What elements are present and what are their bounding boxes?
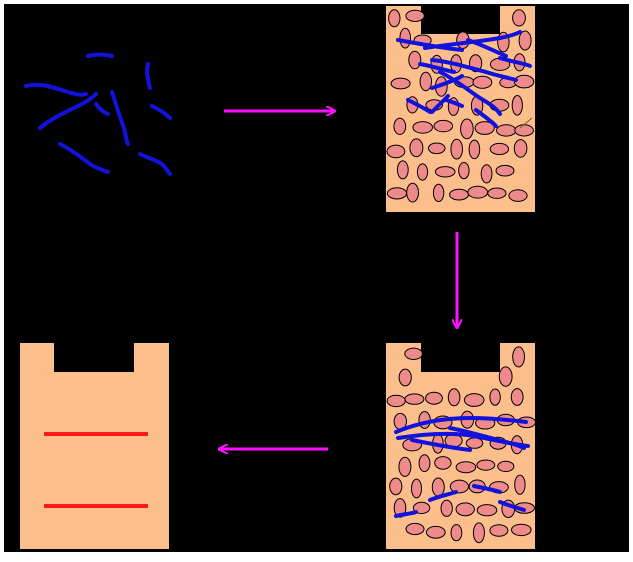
gel-bead xyxy=(512,524,532,535)
gel-bead xyxy=(390,478,402,495)
gel-bead xyxy=(488,188,506,198)
gel-bead xyxy=(466,438,483,448)
gel-bead xyxy=(389,10,400,27)
gel-bead xyxy=(387,188,406,199)
gel-bead xyxy=(515,475,525,494)
gel-bead xyxy=(456,462,476,473)
gel-bead xyxy=(428,143,445,154)
gel-bead xyxy=(490,525,508,537)
gel-bead xyxy=(509,190,527,202)
gel-bead xyxy=(450,189,469,200)
gel-bead xyxy=(513,10,526,26)
gel-bead xyxy=(406,523,424,534)
gel-bead xyxy=(490,389,500,405)
gel-bead xyxy=(473,523,484,543)
gel-bead xyxy=(477,460,495,470)
gel-bead xyxy=(481,165,492,183)
gel-bead xyxy=(412,479,422,498)
gel-bead xyxy=(497,125,516,136)
gel-bead xyxy=(409,51,421,69)
gel-bead xyxy=(499,367,512,386)
gel-bead xyxy=(397,161,408,179)
gel-bead xyxy=(400,28,411,48)
gel-bead xyxy=(459,163,469,179)
dna-fragment xyxy=(88,55,112,57)
gel-bead xyxy=(477,505,497,516)
gel-bead xyxy=(387,145,405,158)
gel-bead xyxy=(435,457,451,470)
gel-bead xyxy=(461,119,474,139)
gel-bead xyxy=(399,457,411,476)
gel-bead xyxy=(513,347,525,367)
gel-loaded-panel xyxy=(386,6,535,212)
gel-bead xyxy=(456,503,474,516)
gel-bead xyxy=(469,140,480,159)
gel-bead xyxy=(410,139,423,157)
gel-bead xyxy=(433,184,443,201)
gel-bead xyxy=(464,394,484,407)
gel-bead xyxy=(432,478,444,496)
gel-bead xyxy=(394,118,406,134)
gel-bead xyxy=(511,389,523,406)
gel-bead xyxy=(496,165,514,176)
gel-bead xyxy=(512,96,522,116)
gel-block xyxy=(20,343,169,549)
gel-bead xyxy=(515,125,534,136)
gel-bead xyxy=(413,122,433,134)
gel-bead xyxy=(514,75,533,88)
gel-bead xyxy=(420,72,431,90)
gel-bead xyxy=(441,500,452,516)
gel-bead xyxy=(387,395,405,406)
gel-bead xyxy=(468,186,488,198)
gel-bead xyxy=(426,392,443,404)
gel-bead xyxy=(407,183,419,202)
gel-bead xyxy=(435,167,455,177)
gel-bead xyxy=(473,76,492,88)
gel-bead xyxy=(419,455,430,472)
gel-bead xyxy=(391,78,410,89)
gel-bead xyxy=(434,120,453,131)
gel-bead xyxy=(498,461,514,471)
gel-bead xyxy=(448,389,460,406)
gel-bead xyxy=(417,164,427,180)
gel-bead xyxy=(519,31,531,50)
gel-bead xyxy=(405,348,423,359)
gel-bead xyxy=(405,394,424,404)
gel-bead xyxy=(514,140,527,158)
gel-separating-panel xyxy=(386,343,536,549)
gel-bead xyxy=(451,525,462,541)
gel-bead xyxy=(426,526,445,538)
gel-bead xyxy=(406,10,424,21)
gel-bands-panel xyxy=(20,343,169,549)
gel-bead xyxy=(490,143,508,154)
gel-bead xyxy=(451,139,463,159)
gel-bead xyxy=(399,369,411,386)
